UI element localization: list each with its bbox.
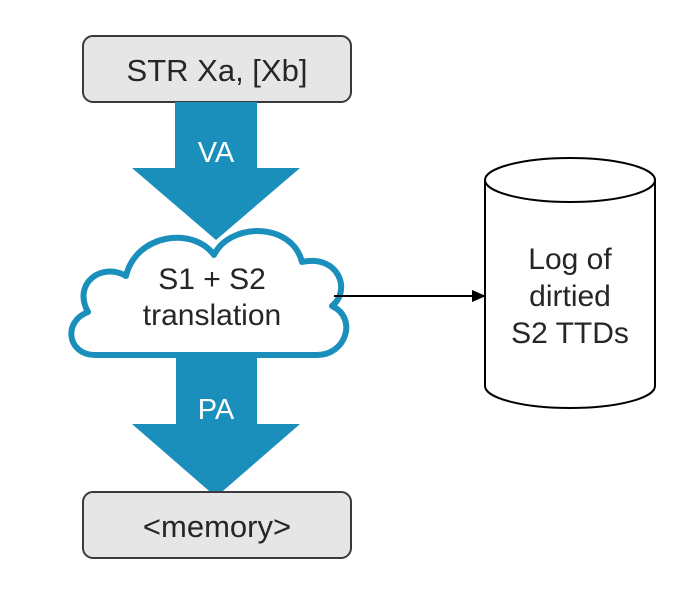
instruction-box: STR Xa, [Xb] (82, 35, 352, 103)
pa-arrow: PA (132, 352, 300, 497)
instruction-label: STR Xa, [Xb] (127, 53, 308, 88)
cloud-line-1: S1 + S2 (158, 263, 266, 296)
log-line-3: S2 TTDs (511, 317, 629, 350)
cloud-line-2: translation (143, 299, 281, 332)
log-cylinder: Log of dirtied S2 TTDs (484, 157, 656, 409)
log-line-2: dirtied (529, 280, 611, 313)
memory-label: <memory> (143, 509, 291, 544)
log-line-1: Log of (528, 243, 612, 276)
memory-box: <memory> (82, 491, 352, 559)
va-arrow: VA (132, 102, 300, 240)
va-label: VA (198, 137, 235, 169)
pa-label: PA (198, 394, 235, 426)
translation-cloud: S1 + S2 translation (68, 228, 350, 359)
